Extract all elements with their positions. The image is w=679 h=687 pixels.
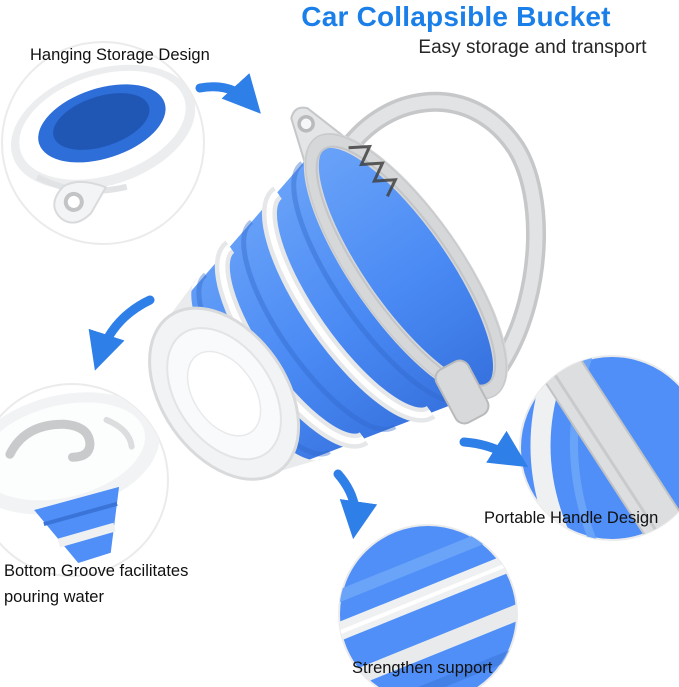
callout-label-hanging-storage: Hanging Storage Design [30, 46, 210, 64]
inset-hanging-storage [1, 41, 205, 245]
bucket-bottom [148, 306, 301, 481]
handle-attachment [434, 359, 490, 425]
hanging-tab [290, 106, 344, 164]
callout-label-bottom-groove: Bottom Groove facilitates pouring water [4, 562, 189, 606]
callout-label-strengthen-support: Strengthen support [352, 659, 493, 677]
inset-handle-strap [537, 356, 679, 540]
callout-label-portable-handle: Portable Handle Design [484, 509, 659, 527]
arrow-bucket-to-bottom-groove [88, 295, 155, 371]
rim-zigzag [348, 144, 398, 197]
arrow-bucket-to-handle-inset [459, 430, 529, 468]
bucket-rim [303, 132, 509, 400]
hanging-hole [297, 115, 315, 133]
page-title: Car Collapsible Bucket [301, 1, 611, 32]
bucket-image [148, 91, 547, 481]
bottom-groove-detail [5, 419, 95, 462]
inset-portable-handle [519, 355, 679, 541]
inset-bottom-groove [0, 383, 169, 577]
arrow-bucket-to-strengthen-inset [333, 469, 378, 540]
arrow-hanging-to-bucket [195, 73, 261, 114]
inset-strengthen-support [338, 524, 518, 687]
page-subtitle: Easy storage and transport [418, 37, 647, 58]
